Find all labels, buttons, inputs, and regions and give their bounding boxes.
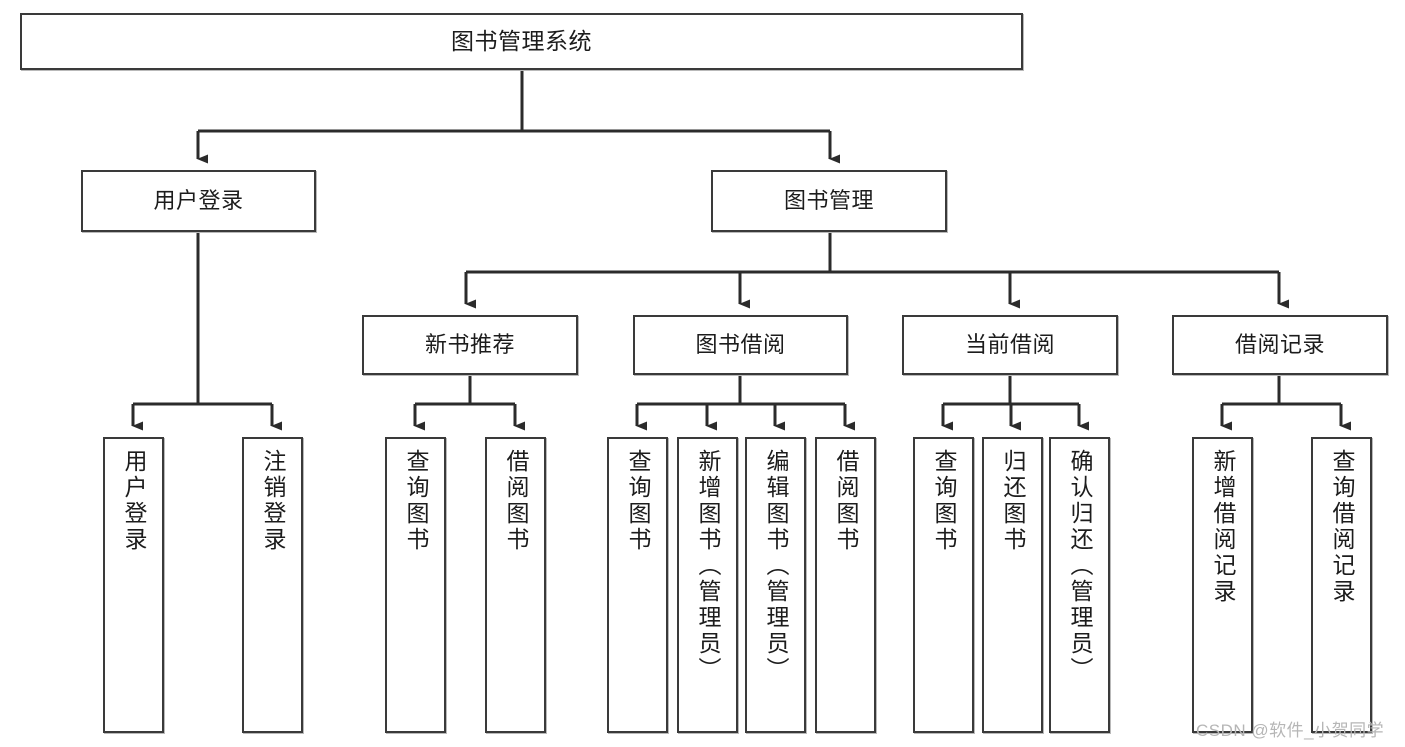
leaf-query-book-current[interactable]: 查询图书 <box>913 437 974 733</box>
node-label: 新书推荐 <box>424 332 515 358</box>
node-label: 查询图书 <box>931 449 957 553</box>
node-label: 新增图书（管理员） <box>695 449 721 683</box>
leaf-borrow-book-new-recommend[interactable]: 借阅图书 <box>485 437 546 733</box>
node-current-borrow[interactable]: 当前借阅 <box>902 315 1118 375</box>
node-book-manage[interactable]: 图书管理 <box>711 170 947 232</box>
node-label: 查询图书 <box>625 449 651 553</box>
leaf-query-borrow-record[interactable]: 查询借阅记录 <box>1311 437 1372 733</box>
leaf-query-book-borrow[interactable]: 查询图书 <box>607 437 668 733</box>
leaf-user-login[interactable]: 用户登录 <box>103 437 164 733</box>
node-label: 新增借阅记录 <box>1210 449 1236 605</box>
node-root-system[interactable]: 图书管理系统 <box>20 13 1023 70</box>
leaf-edit-book-admin[interactable]: 编辑图书（管理员） <box>745 437 806 733</box>
node-label: 用户登录 <box>153 188 244 214</box>
node-label: 借阅记录 <box>1234 332 1325 358</box>
csdn-watermark: CSDN @软件_小贺同学 <box>1196 721 1385 740</box>
node-label: 确认归还（管理员） <box>1067 449 1093 683</box>
node-label: 图书管理 <box>783 188 874 214</box>
leaf-borrow-book[interactable]: 借阅图书 <box>815 437 876 733</box>
node-label: 查询图书 <box>403 449 429 553</box>
node-book-borrow[interactable]: 图书借阅 <box>633 315 848 375</box>
node-label: 当前借阅 <box>964 332 1055 358</box>
node-label: 借阅图书 <box>503 449 529 553</box>
node-label: 图书借阅 <box>695 332 786 358</box>
leaf-return-book[interactable]: 归还图书 <box>982 437 1043 733</box>
leaf-add-book-admin[interactable]: 新增图书（管理员） <box>677 437 738 733</box>
node-label: 查询借阅记录 <box>1329 449 1355 605</box>
node-label: 图书管理系统 <box>451 27 592 54</box>
leaf-add-borrow-record[interactable]: 新增借阅记录 <box>1192 437 1253 733</box>
node-label: 编辑图书（管理员） <box>763 449 789 683</box>
node-label: 归还图书 <box>1000 449 1026 553</box>
leaf-logout[interactable]: 注销登录 <box>242 437 303 733</box>
node-new-book-recommend[interactable]: 新书推荐 <box>362 315 578 375</box>
node-user-login[interactable]: 用户登录 <box>81 170 316 232</box>
node-borrow-record[interactable]: 借阅记录 <box>1172 315 1388 375</box>
node-label: 用户登录 <box>121 449 147 553</box>
node-label: 借阅图书 <box>833 449 859 553</box>
leaf-query-book-new-recommend[interactable]: 查询图书 <box>385 437 446 733</box>
leaf-confirm-return-admin[interactable]: 确认归还（管理员） <box>1049 437 1110 733</box>
node-label: 注销登录 <box>260 449 286 553</box>
